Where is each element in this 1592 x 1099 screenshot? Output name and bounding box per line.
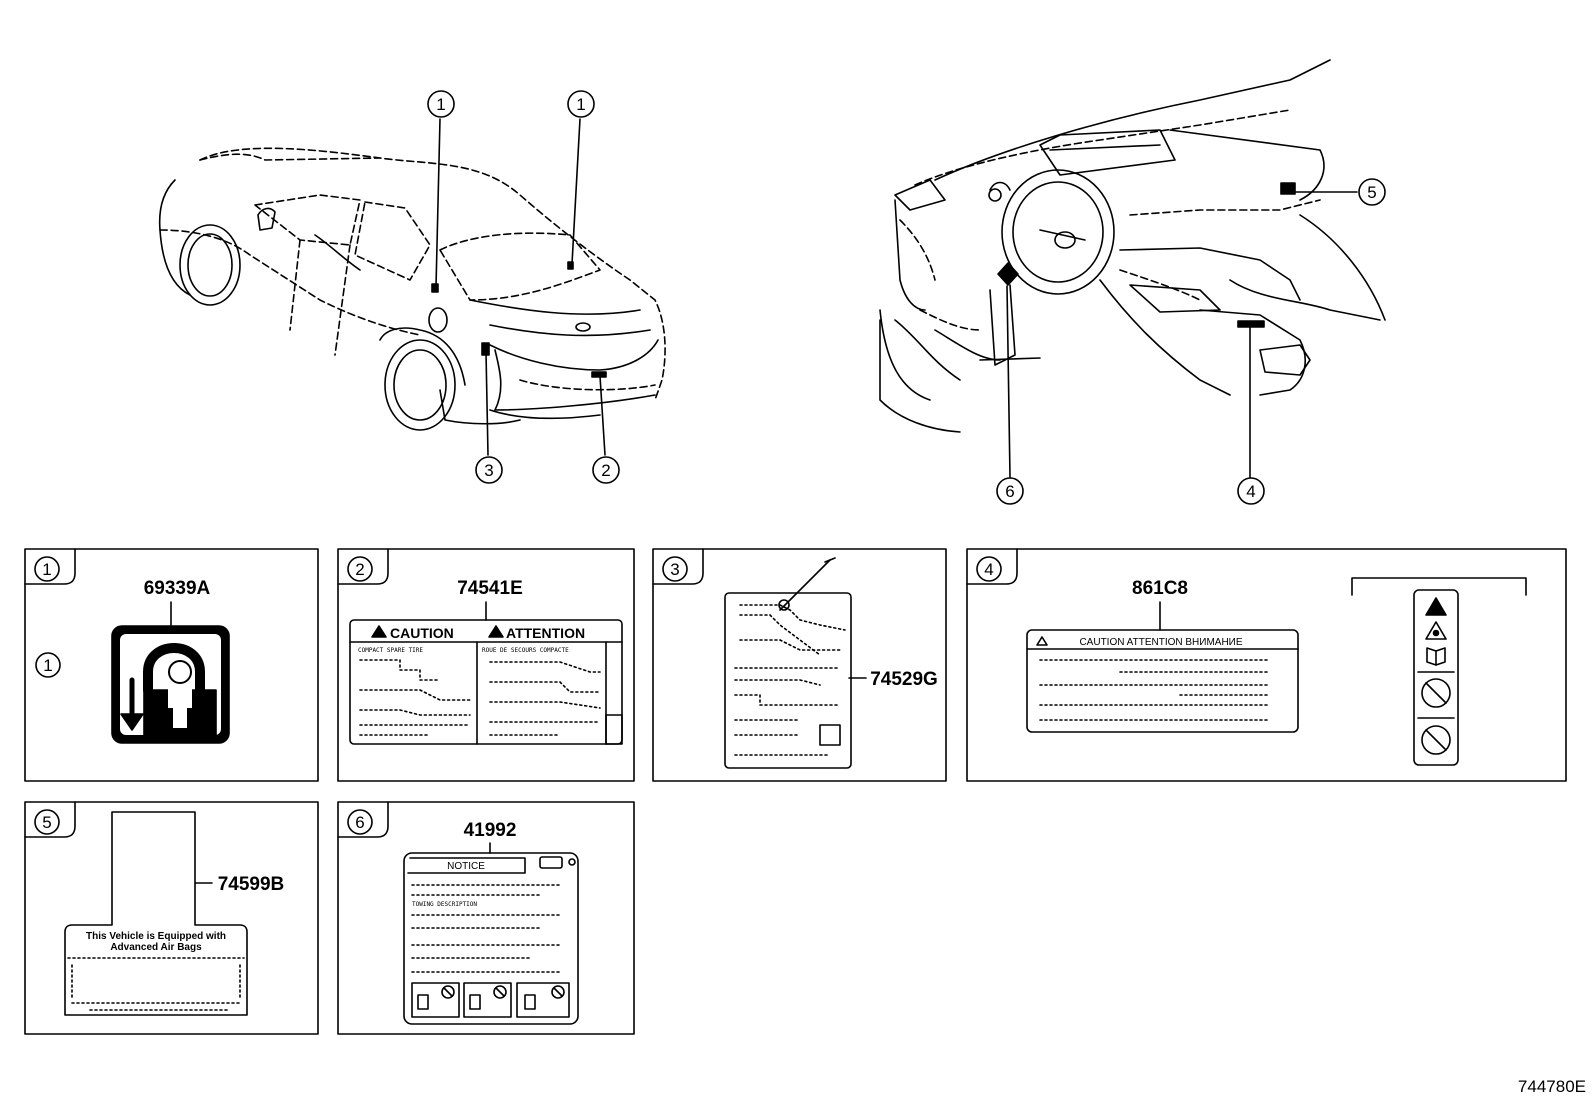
- panel-number: 3: [670, 560, 679, 579]
- car-interior-view: [879, 59, 1386, 478]
- callout-1a: 1: [427, 90, 455, 118]
- panel-2: 2 74541E CAUTION ATTENTION COMPACT SPARE…: [337, 548, 635, 782]
- callout-label: 5: [1367, 183, 1376, 202]
- subheading-fr: ROUE DE SECOURS COMPACTE: [482, 647, 569, 654]
- hazard-icon: [1425, 621, 1447, 640]
- part-number: 69339A: [144, 578, 211, 599]
- callout-6: 6: [996, 477, 1024, 505]
- label-text-lines: [734, 604, 846, 756]
- callout-4: 4: [1237, 477, 1265, 505]
- label-text-lines: [411, 884, 561, 973]
- panel-side-callout: 1: [43, 656, 52, 675]
- callout-2: 2: [592, 456, 620, 484]
- caution-heading: CAUTION: [390, 625, 454, 641]
- panel-number: 5: [42, 813, 51, 832]
- warning-triangle-icon: [1425, 597, 1447, 616]
- panel-number: 1: [42, 560, 51, 579]
- label-text-lines: [359, 659, 601, 736]
- prohibited-icon: [417, 985, 455, 1010]
- diagram-id: 744780E: [1518, 1077, 1586, 1096]
- panel-5: 5 This Vehicle is Equipped with Advanced…: [24, 801, 319, 1035]
- callout-5: 5: [1358, 178, 1386, 206]
- panel-4: 4 861C8 CAUTION ATTENTION ВНИМАНИЕ: [966, 548, 1567, 782]
- callout-3: 3: [475, 456, 503, 484]
- panel-3: 3 74529G: [652, 548, 947, 782]
- callout-label: 1: [576, 95, 585, 114]
- callout-label: 3: [484, 461, 493, 480]
- prohibited-icon: [1421, 678, 1451, 708]
- callout-label: 4: [1246, 482, 1255, 501]
- panel-number: 2: [355, 560, 364, 579]
- callout-label: 1: [436, 95, 445, 114]
- panel-1: 1 69339A 1: [24, 548, 319, 782]
- notice-title: NOTICE: [447, 861, 485, 872]
- airbag-line-1: This Vehicle is Equipped with: [86, 931, 226, 942]
- callout-1b: 1: [567, 90, 595, 118]
- panel-number: 4: [984, 560, 993, 579]
- panel-number: 6: [355, 813, 364, 832]
- child-lock-icon: [111, 625, 230, 744]
- part-number: 861C8: [1132, 578, 1188, 599]
- prohibited-icon: [469, 985, 507, 1010]
- label-text-lines: [67, 957, 245, 1011]
- car-rear-view: [158, 118, 666, 456]
- part-number: 41992: [464, 820, 517, 841]
- notice-subheading: TOWING DESCRIPTION: [412, 901, 477, 908]
- subheading-en: COMPACT SPARE TIRE: [358, 647, 423, 654]
- prohibited-icon: [524, 985, 565, 1010]
- part-number: 74541E: [457, 578, 523, 599]
- part-number: 74599B: [218, 874, 285, 895]
- callout-label: 2: [601, 461, 610, 480]
- label-text-lines: [1039, 659, 1271, 721]
- attention-heading: ATTENTION: [506, 625, 585, 641]
- panel-6: 6 41992 NOTICE TOWING DESCRIPTION: [337, 801, 635, 1035]
- manual-icon: [1426, 647, 1446, 666]
- prohibited-icon: [1421, 725, 1451, 755]
- label-header: CAUTION ATTENTION ВНИМАНИЕ: [1079, 637, 1242, 648]
- part-number: 74529G: [870, 669, 938, 690]
- callout-label: 6: [1005, 482, 1014, 501]
- airbag-line-2: Advanced Air Bags: [110, 942, 202, 953]
